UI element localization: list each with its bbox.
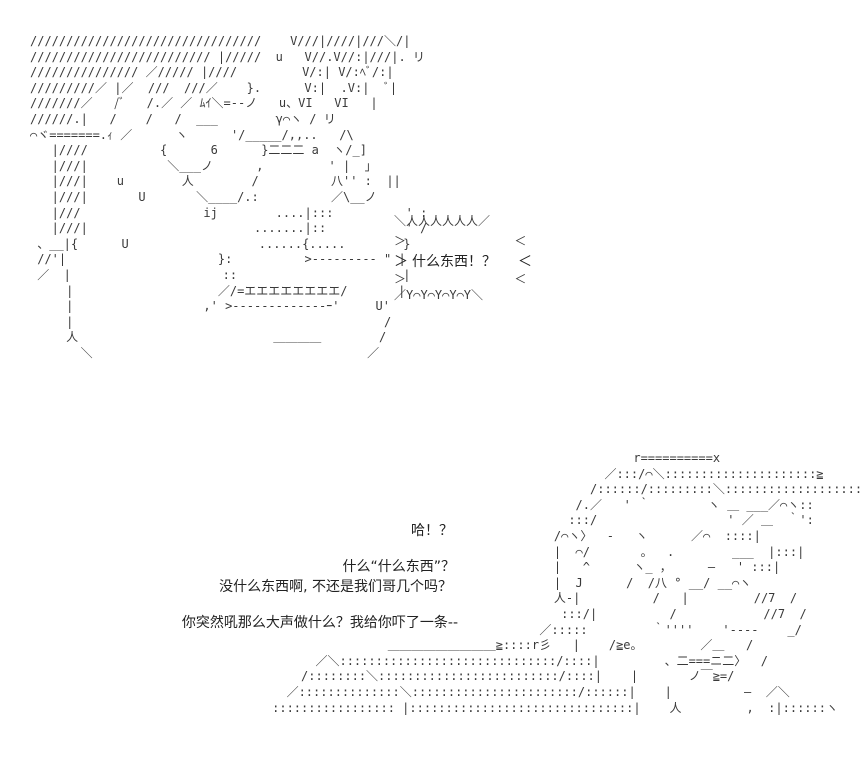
shout-frame-row1: ＞ ＜ [394,234,527,248]
shout-frame-bottom: ／Y⌒Y⌒Y⌒Y⌒Y＼ [394,288,484,302]
shout-line-left: ＞ [394,254,408,270]
dialogue-line-4: 你突然吼那么大声做什么？我给你吓了一条-- [181,615,458,631]
ascii-art-character-bottom: r==========x ／:::/⌒＼::::::::::::::::::::… [272,451,864,715]
shout-line-right: ＜ [518,254,532,270]
shout-text: 什么东西！？ [412,254,496,270]
ascii-art-character-top: //////////////////////////////// V///|//… [30,34,428,360]
dialogue-line-3: 没什么东西啊, 不还是我们哥几个吗？ [219,579,452,595]
shout-frame-top: ＼人人人人人人／ [394,214,491,228]
dialogue-line-1: 哈！？ [411,523,453,539]
shout-frame: ＼人人人人人人／ ＞ ＜ ＞ ＜ ／Y⌒Y⌒Y⌒Y⌒Y＼ [394,212,536,302]
shout-frame-row3: ＞ ＜ [394,272,527,286]
dialogue-line-2: 什么“什么东西”？ [342,559,455,575]
